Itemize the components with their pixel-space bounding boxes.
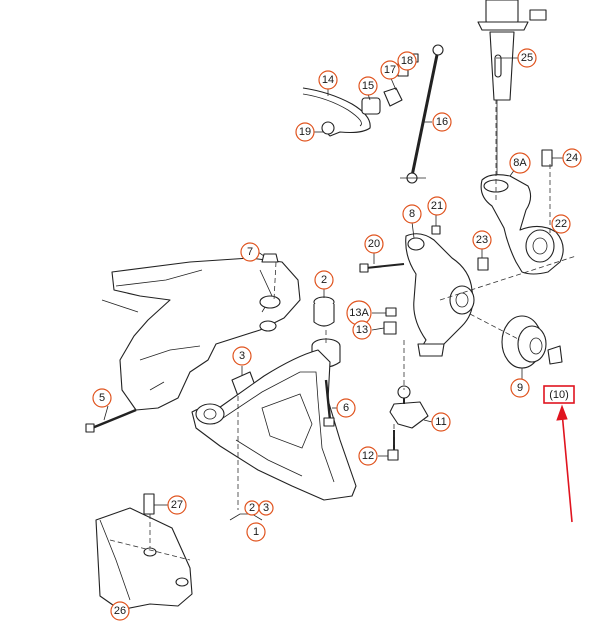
svg-text:23: 23 [476,234,488,246]
callout-2: 2 [314,270,334,290]
callout-24: 24 [562,148,582,168]
callout-3: 3 [232,346,252,366]
svg-text:2: 2 [321,274,327,286]
callout-13a: 13A [346,300,372,326]
callout-12: 12 [358,446,378,466]
bolt-5 [85,408,137,433]
callout-22: 22 [551,214,571,234]
callout-18: 18 [397,51,417,71]
svg-text:27: 27 [171,499,183,511]
svg-text:15: 15 [362,80,374,92]
callout-6: 6 [336,398,356,418]
stabilizer-bar [302,87,403,137]
svg-text:20: 20 [368,238,380,250]
callout-27: 27 [167,495,187,515]
callout-23: 23 [472,230,492,250]
svg-text:13A: 13A [349,307,369,319]
callout-16: 16 [432,112,452,132]
callout-2b: 2 [244,500,260,516]
callout-14: 14 [318,70,338,90]
callout-8: 8 [402,204,422,224]
knuckle-8 [405,233,475,357]
callout-20: 20 [364,234,384,254]
knuckle-8a [480,174,564,275]
callout-7: 7 [240,242,260,262]
svg-text:19: 19 [299,126,311,138]
coupling-rod [400,44,444,184]
leader-lines [103,57,564,610]
callout-15: 15 [358,76,378,96]
svg-text:22: 22 [555,218,567,230]
ball-joint [389,385,429,456]
svg-text:16: 16 [436,116,448,128]
svg-text:21: 21 [431,200,443,212]
svg-text:9: 9 [517,382,523,394]
svg-text:13: 13 [356,324,368,336]
callout-26: 26 [110,601,130,621]
wheel-hub [501,315,563,369]
svg-text:8A: 8A [513,157,527,169]
callout-11: 11 [431,412,451,432]
callout-21: 21 [427,196,447,216]
svg-text:25: 25 [521,52,533,64]
callout-13: 13 [352,320,372,340]
callout-1: 1 [246,522,266,542]
control-arm [191,349,357,501]
bolt-20 [359,263,405,273]
svg-text:5: 5 [99,392,105,404]
callout-17: 17 [380,60,400,80]
svg-text:24: 24 [566,152,578,164]
svg-text:(10): (10) [549,389,569,401]
svg-text:7: 7 [247,246,253,258]
callout-3b: 3 [258,500,274,516]
trim-panel-26 [95,507,193,611]
callout-25: 25 [517,48,537,68]
callout-10-highlight[interactable]: (10) [543,385,575,404]
svg-text:3: 3 [239,350,245,362]
svg-text:17: 17 [384,64,396,76]
callout-19: 19 [295,122,315,142]
callout-9: 9 [510,378,530,398]
assembly-lines [109,100,577,561]
svg-text:1: 1 [253,526,259,538]
svg-text:11: 11 [435,416,446,428]
callout-5: 5 [92,388,112,408]
bolt-6 [323,379,335,427]
red-arrow-annotation [556,404,573,523]
svg-text:14: 14 [322,74,334,86]
strut-assembly [477,0,547,175]
svg-text:6: 6 [343,402,349,414]
svg-text:12: 12 [362,450,374,462]
svg-text:8: 8 [409,208,415,220]
callout-8a: 8A [509,152,531,174]
subframe [101,257,301,411]
svg-text:2: 2 [249,502,255,514]
svg-text:3: 3 [263,502,269,514]
svg-text:26: 26 [114,605,126,617]
svg-text:18: 18 [401,55,413,67]
